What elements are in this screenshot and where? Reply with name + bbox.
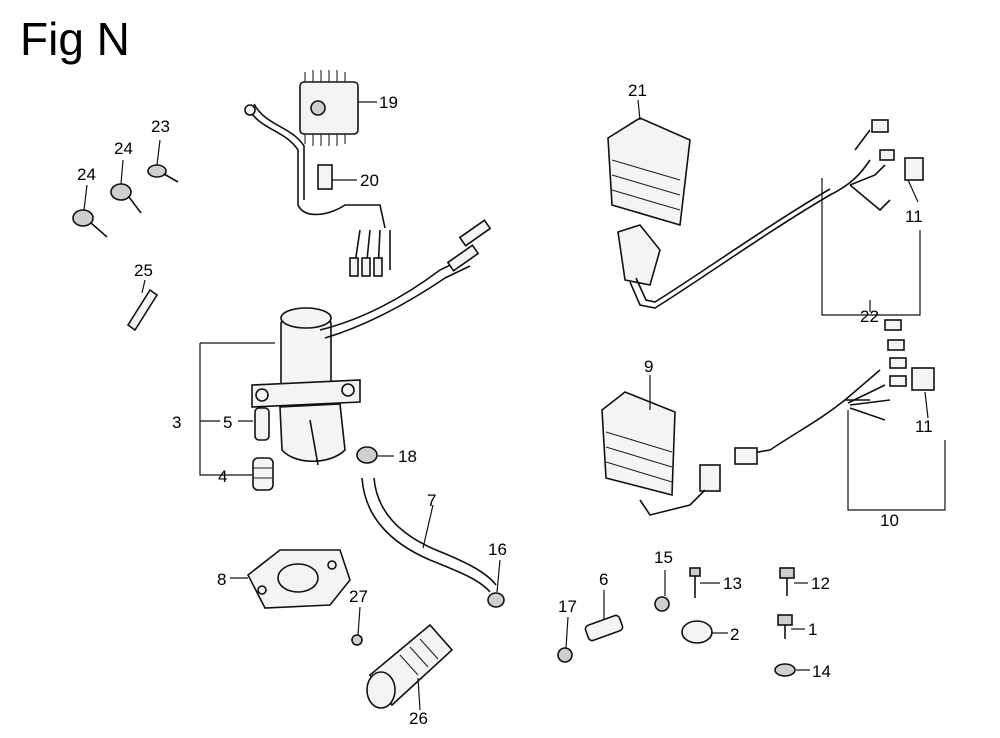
part-6-connector (584, 614, 624, 642)
callout-17: 17 (558, 597, 577, 616)
part-17-clip (557, 647, 573, 663)
callout-11-lower: 11 (915, 417, 933, 436)
callout-labels: 1 2 3 4 5 6 7 8 9 10 11 11 12 13 14 15 1… (77, 81, 933, 728)
callout-1: 1 (808, 620, 817, 639)
callout-12: 12 (811, 574, 830, 593)
part-24-bolt-upper (110, 183, 142, 214)
part-23-bolt (147, 164, 179, 183)
callout-10: 10 (880, 511, 899, 530)
part-4-spring-cap (252, 457, 274, 491)
callout-11-upper: 11 (905, 207, 923, 226)
part-27-screw (351, 634, 363, 646)
callout-2: 2 (730, 625, 739, 644)
callout-23: 23 (151, 117, 170, 136)
callout-13: 13 (723, 574, 742, 593)
part-10-harness (639, 319, 935, 516)
callout-20: 20 (360, 171, 379, 190)
callout-26: 26 (409, 709, 428, 728)
part-12-bolt (779, 567, 795, 596)
callout-27: 27 (349, 587, 368, 606)
callout-4: 4 (218, 467, 227, 486)
part-26-grip (366, 623, 454, 709)
callout-3: 3 (172, 413, 181, 432)
callout-18: 18 (398, 447, 417, 466)
callout-6: 6 (599, 570, 608, 589)
callout-24-lower: 24 (77, 165, 96, 184)
part-13-bolt (689, 567, 701, 598)
part-22-harness (629, 119, 924, 309)
part-21-regulator (607, 117, 691, 286)
part-14-washer (774, 663, 796, 677)
callout-8: 8 (217, 570, 226, 589)
part-24-bolt-lower (72, 209, 108, 238)
part-19-rectifier (299, 70, 359, 146)
callout-19: 19 (379, 93, 398, 112)
callout-9: 9 (644, 357, 653, 376)
callout-25: 25 (134, 261, 153, 280)
part-15-nut (654, 596, 670, 612)
part-3-solenoid (251, 219, 492, 466)
part-1-bolt (777, 614, 793, 639)
part-9-regulator (601, 391, 721, 497)
callout-21: 21 (628, 81, 647, 100)
part-2-cap (681, 620, 713, 644)
callout-15: 15 (654, 548, 673, 567)
callout-14: 14 (812, 662, 831, 681)
part-20-wire-harness (244, 103, 391, 277)
part-18-hose-clamp (356, 446, 378, 464)
callout-22: 22 (860, 307, 879, 326)
callout-leaders (83, 99, 929, 711)
part-16-hose-clamp (487, 592, 505, 608)
callout-16: 16 (488, 540, 507, 559)
callout-5: 5 (223, 413, 232, 432)
part-8-gasket (246, 549, 351, 609)
part-25-dowel-pin (126, 288, 159, 332)
figure-title: Fig N (20, 13, 130, 65)
part-7-fuel-hose (361, 477, 497, 593)
callout-7: 7 (427, 491, 436, 510)
callout-24-upper: 24 (114, 139, 133, 158)
part-5-plunger (254, 407, 270, 441)
